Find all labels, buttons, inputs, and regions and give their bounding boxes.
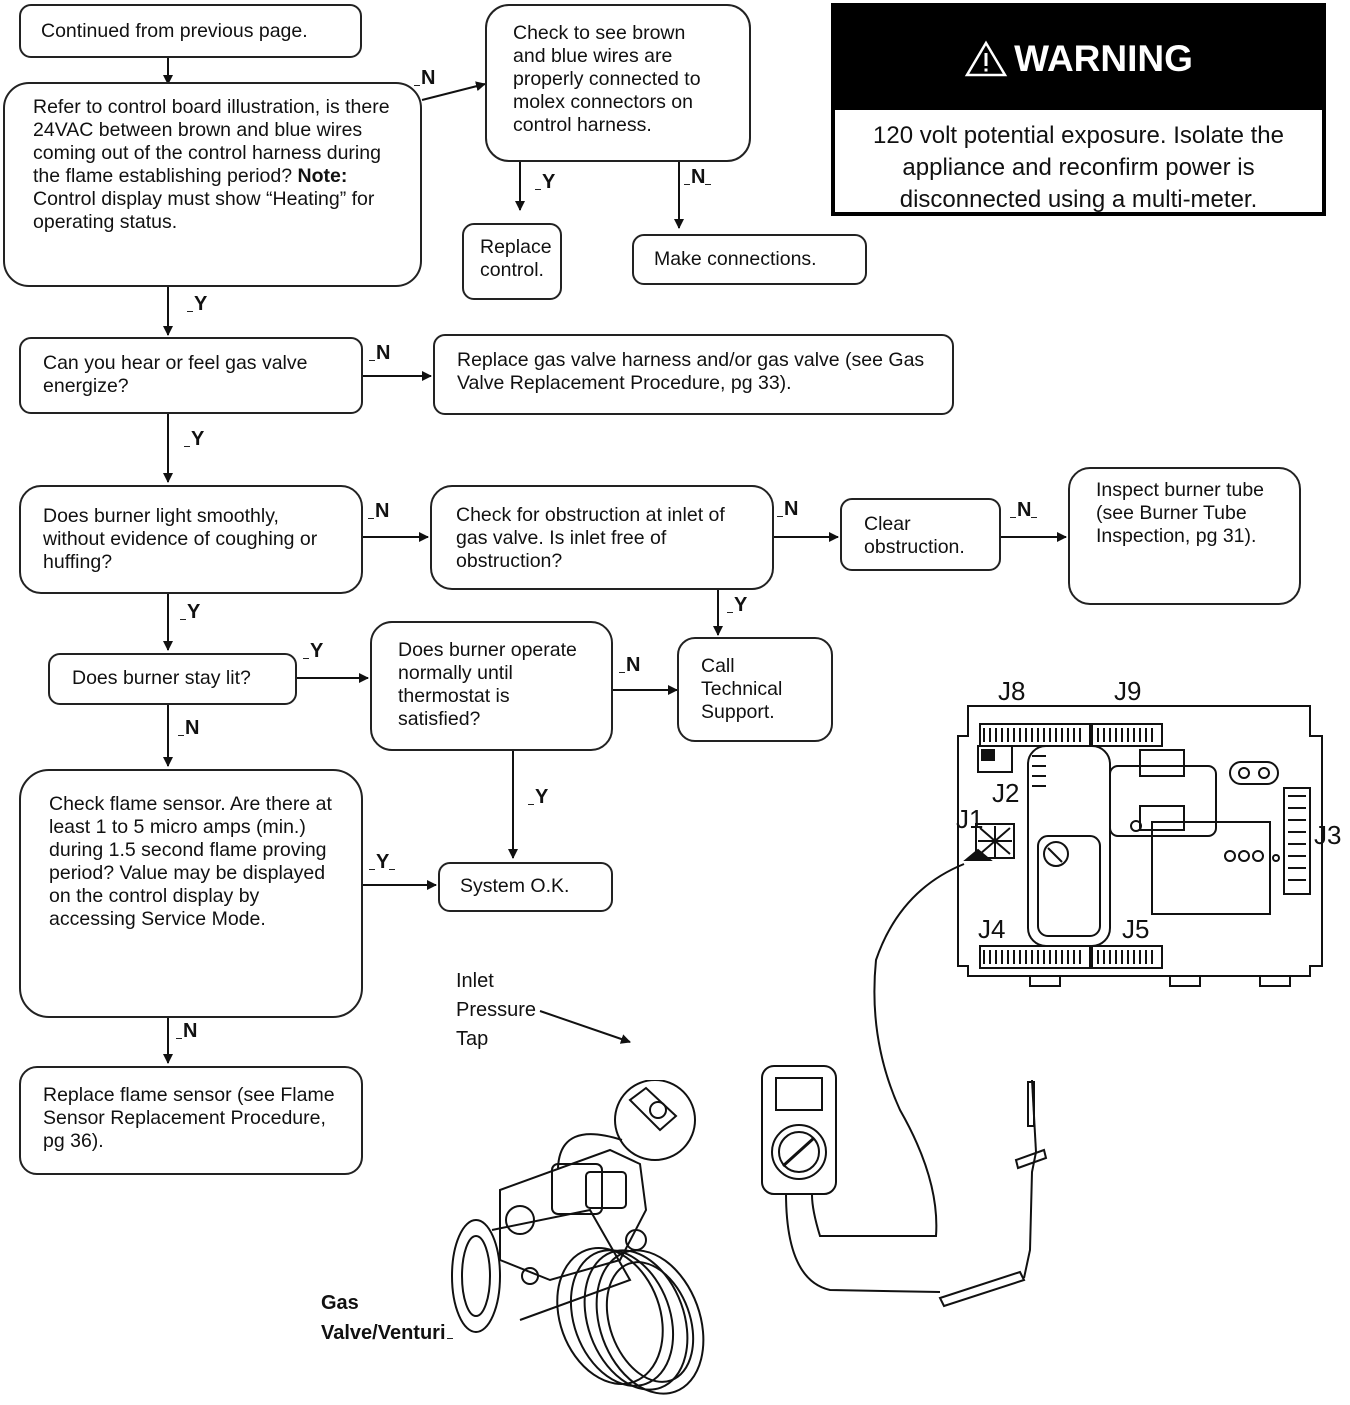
pressure-label: Pressure — [456, 999, 537, 1021]
call-support-box: Call Technical Support. — [677, 637, 833, 742]
multimeter-body — [761, 1065, 837, 1195]
make-connections-box: Make connections. — [632, 234, 867, 285]
continued-box: Continued from previous page. — [19, 4, 362, 58]
label-no: N — [176, 1021, 197, 1041]
label-yes: Y — [369, 852, 396, 872]
label-yes: Y — [528, 787, 548, 807]
question-burner-light-box: Does burner light smoothly, without evid… — [19, 485, 363, 594]
warning-text: 120 volt potential exposure. Isolate the… — [873, 122, 1284, 213]
question-operate-text: Does burner operate normally until therm… — [398, 639, 577, 730]
j9-label: J9 — [1114, 676, 1141, 706]
question-stay-lit-box: Does burner stay lit? — [48, 653, 297, 705]
question-24vac-note: Control display must show “Heating” for … — [33, 188, 375, 233]
clear-obstruction-box: Clear obstruction. — [840, 498, 1001, 571]
label-yes: Y — [184, 429, 204, 449]
question-flame-sensor-box: Check flame sensor. Are there at least 1… — [19, 769, 363, 1018]
label-no: N — [777, 499, 798, 519]
replace-gas-valve-box: Replace gas valve harness and/or gas val… — [433, 334, 954, 415]
label-no: N — [369, 343, 390, 363]
label-no: N — [684, 167, 712, 187]
gas-valve-caption: Gas Valve/Venturi — [321, 1288, 453, 1348]
make-connections-text: Make connections. — [654, 248, 817, 270]
j2-label: J2 — [992, 778, 1019, 808]
warning-triangle-icon — [964, 40, 1008, 76]
question-24vac-text: Refer to control board illustration, is … — [33, 96, 390, 187]
tap-label: Tap — [456, 1028, 489, 1050]
question-burner-light-text: Does burner light smoothly, without evid… — [43, 505, 318, 573]
control-board-illustration: J8 J9 J2 J1 J3 J4 J5 — [956, 676, 1341, 987]
question-operate-box: Does burner operate normally until therm… — [370, 621, 613, 751]
note-label: Note: — [297, 165, 348, 187]
check-obstruction-box: Check for obstruction at inlet of gas va… — [430, 485, 774, 590]
question-flame-sensor-text: Check flame sensor. Are there at least 1… — [49, 793, 332, 930]
system-ok-box: System O.K. — [438, 862, 613, 912]
inlet-label: Inlet — [456, 970, 494, 992]
gas-label: Gas — [321, 1292, 359, 1314]
continued-text: Continued from previous page. — [41, 20, 308, 42]
replace-sensor-text: Replace flame sensor (see Flame Sensor R… — [43, 1084, 335, 1152]
label-no: N — [414, 68, 435, 88]
label-no: N — [619, 655, 640, 675]
call-support-text: Call Technical Support. — [701, 655, 783, 723]
warning-title: WARNING — [1014, 37, 1193, 79]
clear-obstruction-text: Clear obstruction. — [864, 513, 965, 558]
inlet-tap-caption: Inlet Pressure Tap — [456, 967, 536, 1054]
system-ok-text: System O.K. — [460, 875, 570, 897]
inspect-burner-text: Inspect burner tube (see Burner Tube Ins… — [1096, 479, 1265, 547]
warning-panel: WARNING 120 volt potential exposure. Iso… — [831, 3, 1326, 216]
inlet-tap-magnifier — [614, 1080, 696, 1161]
gas-valve-illustration — [451, 1080, 705, 1395]
replace-gas-valve-text: Replace gas valve harness and/or gas val… — [457, 349, 925, 394]
j1-label: J1 — [956, 804, 983, 834]
label-yes: Y — [187, 294, 207, 314]
question-stay-lit-text: Does burner stay lit? — [72, 667, 251, 689]
question-24vac-box: Refer to control board illustration, is … — [3, 82, 422, 287]
warning-header: WARNING — [835, 7, 1322, 110]
question-gas-valve-box: Can you hear or feel gas valve energize? — [19, 337, 363, 414]
j5-label: J5 — [1122, 914, 1149, 944]
check-wires-box: Check to see brown and blue wires are pr… — [485, 4, 751, 162]
multimeter-dial — [771, 1124, 827, 1180]
inspect-burner-box: Inspect burner tube (see Burner Tube Ins… — [1068, 467, 1301, 605]
question-gas-valve-text: Can you hear or feel gas valve energize? — [43, 352, 308, 397]
multimeter-screen — [775, 1077, 823, 1111]
j3-label: J3 — [1314, 820, 1341, 850]
replace-control-text: Replace control. — [480, 236, 552, 281]
replace-control-box: Replace control. — [462, 223, 562, 300]
label-no: N — [1010, 500, 1038, 520]
replace-sensor-box: Replace flame sensor (see Flame Sensor R… — [19, 1066, 363, 1175]
valve-venturi-label: Valve/Venturi — [321, 1318, 453, 1348]
j4-label: J4 — [978, 914, 1005, 944]
label-yes: Y — [303, 641, 323, 661]
label-yes: Y — [727, 595, 747, 615]
label-yes: Y — [535, 172, 555, 192]
j8-label: J8 — [998, 676, 1025, 706]
check-wires-text: Check to see brown and blue wires are pr… — [513, 22, 701, 136]
label-no: N — [368, 501, 389, 521]
label-yes: Y — [180, 602, 200, 622]
label-no: N — [178, 718, 199, 738]
check-obstruction-text: Check for obstruction at inlet of gas va… — [456, 504, 725, 572]
